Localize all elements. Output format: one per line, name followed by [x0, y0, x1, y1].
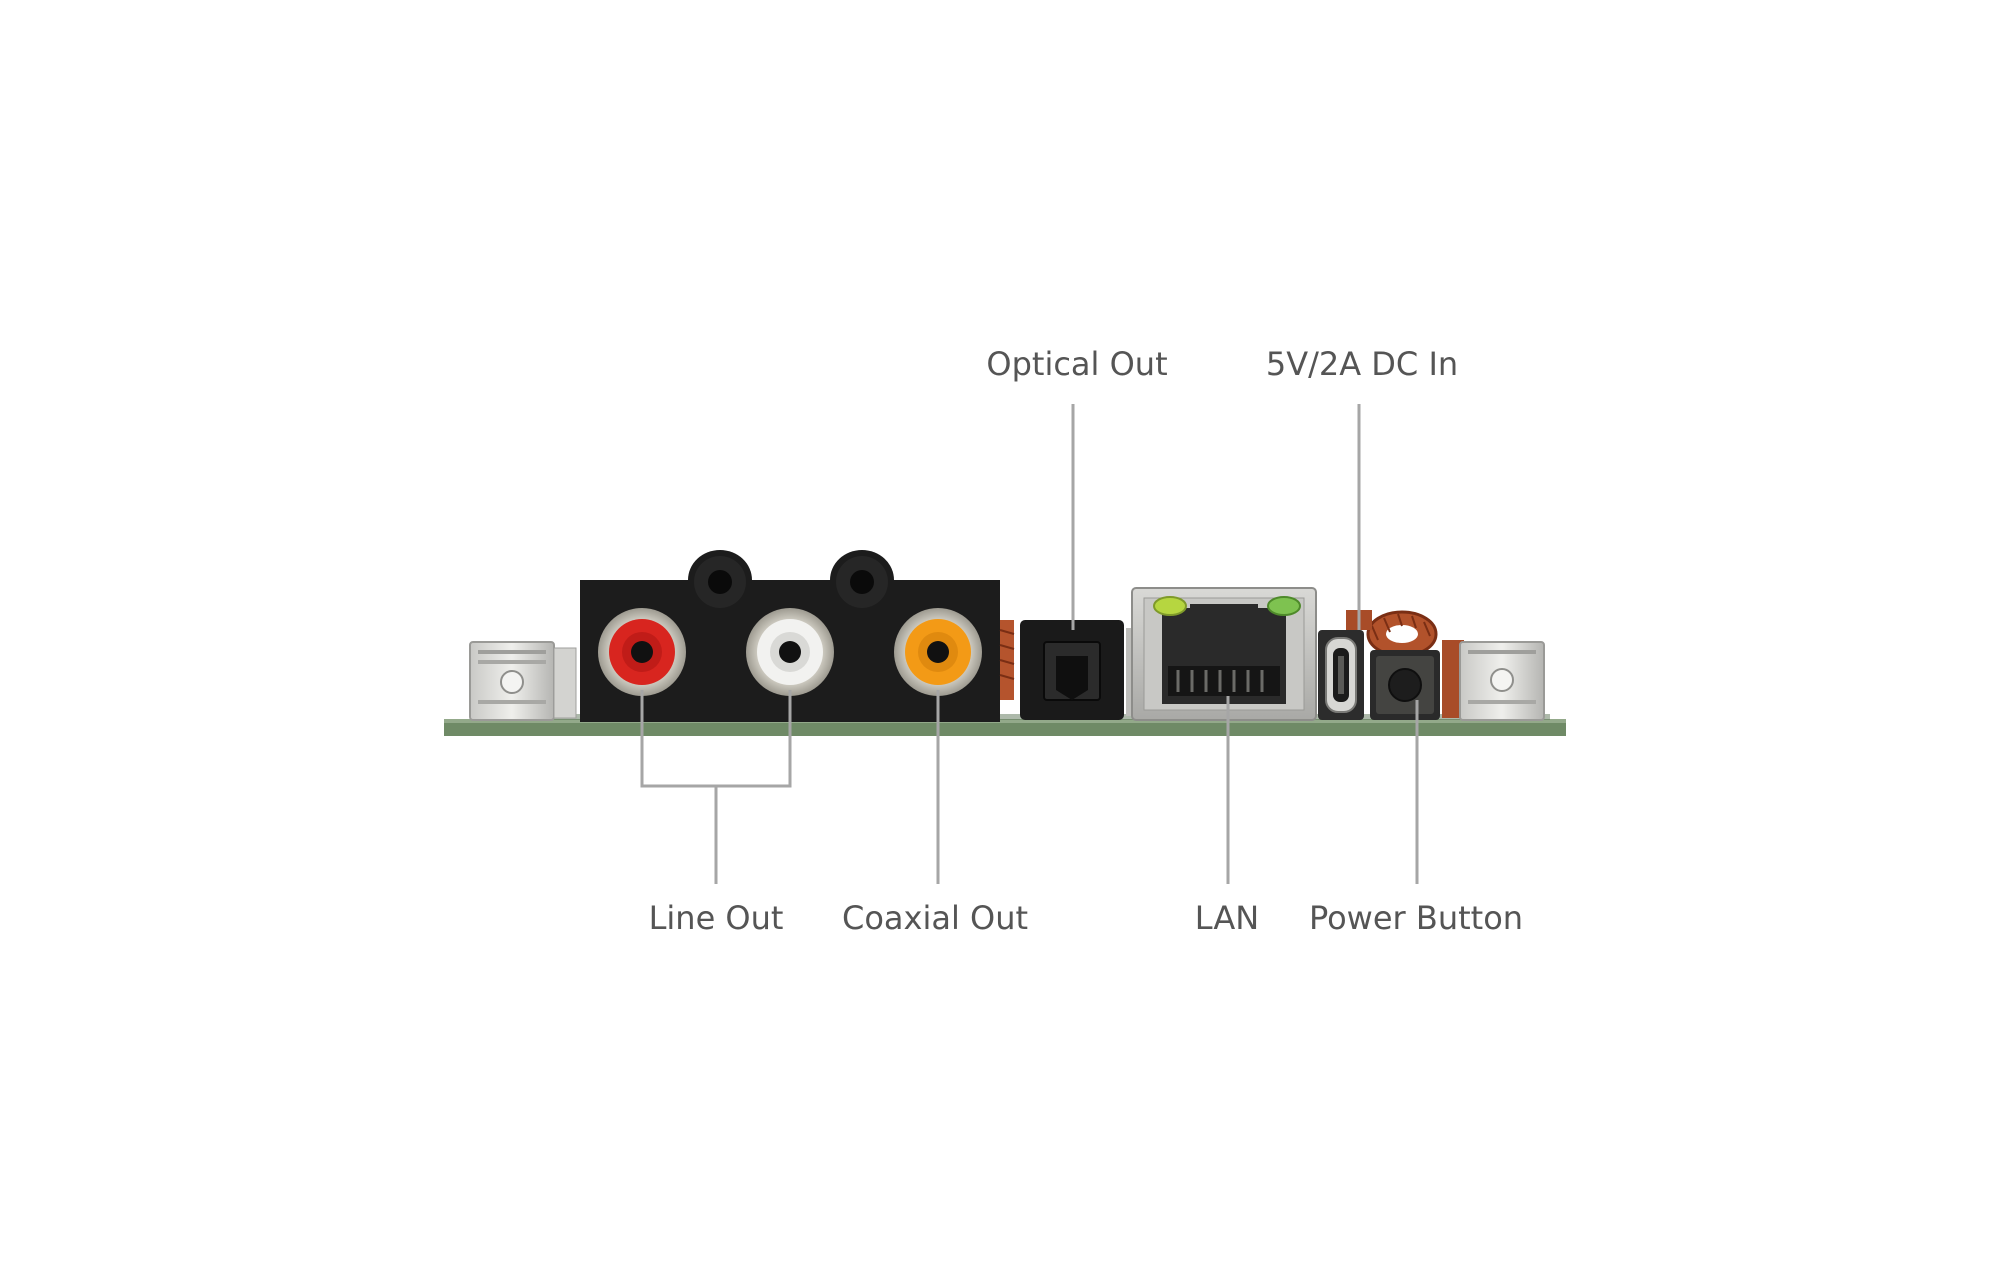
power-button-switch: [1370, 650, 1440, 720]
rca-line-out-left: [598, 608, 686, 696]
right-mount-bracket: [1442, 640, 1545, 721]
lan-port: [1131, 587, 1317, 721]
optical-out-port: [1020, 620, 1124, 720]
dc-in-usb-c-port: [1318, 630, 1364, 720]
label-line-out: Line Out: [648, 899, 784, 937]
label-lan: LAN: [1194, 899, 1260, 937]
label-optical-out: Optical Out: [986, 345, 1168, 383]
rca-coaxial-out: [894, 608, 982, 696]
label-dc-in: 5V/2A DC In: [1265, 345, 1459, 383]
leader-lines: [640, 404, 1419, 884]
label-power-button: Power Button: [1308, 899, 1524, 937]
rca-line-out-right: [746, 608, 834, 696]
pcb-board: [444, 714, 1566, 736]
left-mount-bracket: [469, 641, 577, 721]
label-coaxial-out: Coaxial Out: [841, 899, 1029, 937]
inductor-coil-left: [999, 620, 1015, 700]
